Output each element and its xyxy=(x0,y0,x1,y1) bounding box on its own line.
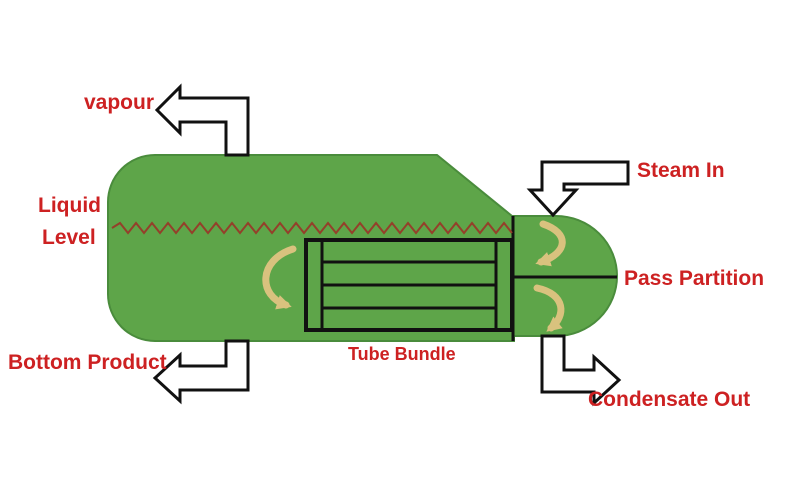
pass-partition-label: Pass Partition xyxy=(624,267,764,290)
tube-bundle-label: Tube Bundle xyxy=(348,344,456,364)
liquid-level-label-line1: Liquid xyxy=(38,194,101,217)
steam-in-arrow xyxy=(526,160,630,218)
condensate-turn-arrow xyxy=(533,284,565,332)
tube-bundle-outline xyxy=(304,238,514,332)
shell-circulation-arrow xyxy=(262,245,297,310)
steam-in-label: Steam In xyxy=(637,159,725,182)
condensate-out-label: Condensate Out xyxy=(588,388,750,411)
vapour-outlet-arrow xyxy=(154,83,250,157)
vapour-label: vapour xyxy=(84,91,154,114)
tube-bundle xyxy=(304,238,514,332)
liquid-level-label-line2: Level xyxy=(42,226,96,249)
bottom-product-label: Bottom Product xyxy=(8,351,167,374)
liquid-level-line xyxy=(111,221,513,235)
bottom-product-arrow xyxy=(152,339,250,405)
steam-turn-arrow xyxy=(535,220,566,267)
condensate-out-arrow xyxy=(540,334,622,407)
